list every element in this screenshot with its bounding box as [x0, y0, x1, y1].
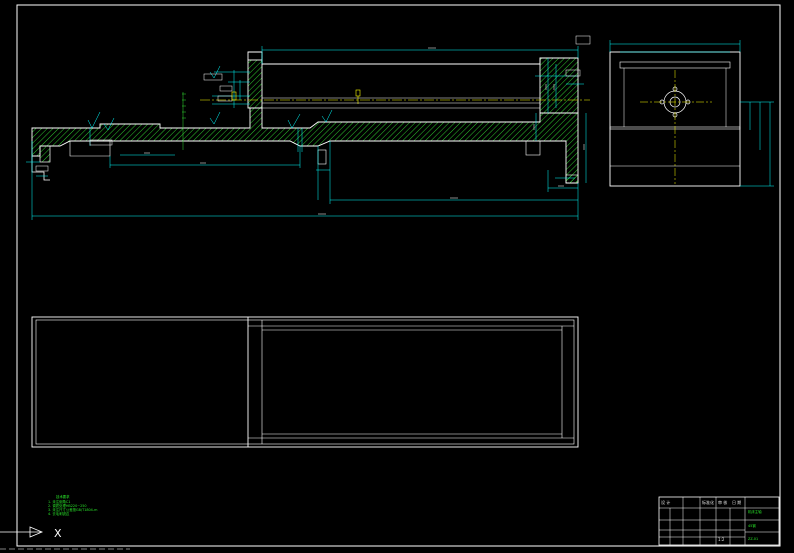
technical-notes: 技术要求 1. 未注倒角C1 2. 调质处理HB220~250 3. 未注尺寸公…: [48, 494, 98, 516]
title-block-material: 45钢: [748, 523, 756, 528]
title-block-scale: 1:2: [718, 537, 725, 542]
dimension-lines: [26, 46, 587, 220]
note-line-3: 3. 未注尺寸公差按GB/T1804-m: [48, 507, 98, 512]
plan-view[interactable]: [31, 316, 579, 448]
note-line-4: 4. 去毛刺锐边: [48, 511, 70, 516]
drawing-border: [16, 4, 781, 547]
title-block-label-design: 设 计: [661, 499, 670, 505]
notes-title: 技术要求: [56, 494, 70, 499]
title-block-label-standard: 标准化: [702, 499, 714, 505]
side-view-centerlines: [640, 70, 712, 184]
flange-body: [539, 57, 579, 114]
title-block-drawing-no: ZZ-01: [748, 537, 758, 541]
title-block-label-date: 日 期: [732, 499, 741, 505]
title-block-label-review: 审 核: [718, 499, 727, 505]
main-section-view[interactable]: [26, 35, 591, 220]
dimension-text: [144, 47, 585, 215]
shaft-section-hatch: [31, 107, 579, 184]
keyway: [317, 149, 327, 165]
ucs-x-label: X: [54, 527, 62, 540]
leader-lines: [182, 92, 186, 150]
title-block-part-name: 机床主轴: [748, 509, 762, 514]
gdt-frames: [35, 35, 591, 172]
ucs-axis-icon[interactable]: X: [0, 526, 130, 550]
note-line-2: 2. 调质处理HB220~250: [48, 503, 87, 508]
plan-view-outer: [31, 316, 579, 448]
shaft-upper-outline: [247, 51, 578, 65]
side-view[interactable]: [609, 40, 774, 187]
note-line-1: 1. 未注倒角C1: [48, 499, 70, 504]
datum-marker: [231, 89, 361, 104]
side-view-dimensions: [609, 40, 774, 187]
title-block[interactable]: 设 计 标准化 审 核 日 期 机床主轴 45钢 ZZ-01 1:2: [658, 496, 780, 546]
bore-left: [247, 59, 263, 109]
